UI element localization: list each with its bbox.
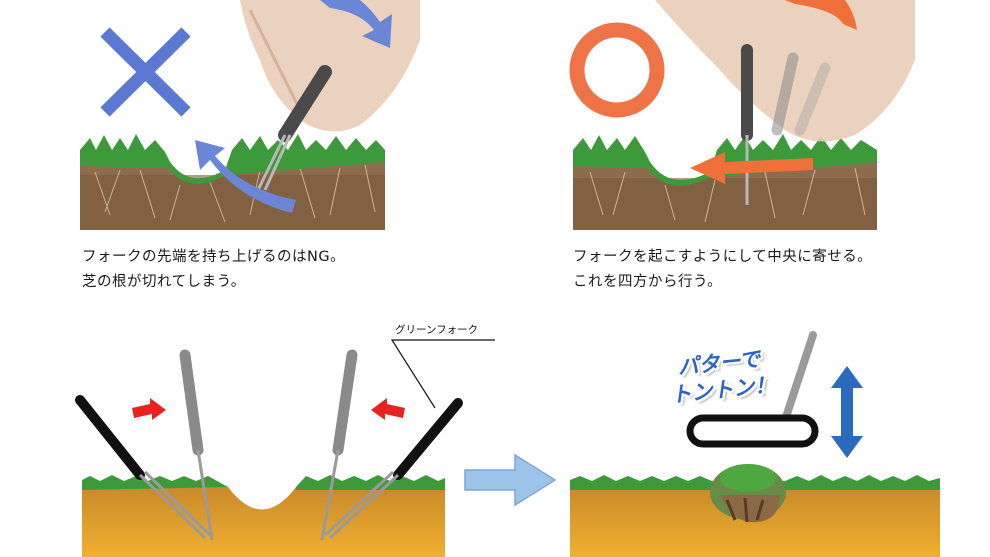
label-leader-line: [390, 339, 495, 409]
push-arrow-icon: [690, 0, 857, 184]
turf-cross-section: [80, 134, 385, 230]
ok-illustration: [569, 0, 915, 230]
ng-caption-line1: フォークの先端を持ち上げるのはNG。: [82, 249, 346, 265]
panel-fork-diagram: グリーンフォーク: [0, 300, 495, 557]
ok-caption: フォークを起こすようにして中央に寄せる。 これを四方から行う。: [573, 245, 872, 295]
panel-ok: フォークを起こすようにして中央に寄せる。 これを四方から行う。: [495, 0, 990, 300]
putter-callout: パターで トントン！: [666, 345, 776, 410]
putter-icon: [686, 331, 819, 448]
ng-caption: フォークの先端を持ち上げるのはNG。 芝の根が切れてしまう。: [82, 245, 345, 295]
red-arrow-right-icon: [371, 398, 405, 420]
up-down-arrow-icon: [831, 366, 863, 458]
fork-label: グリーンフォーク: [395, 324, 479, 336]
fork-left-inner-icon: [179, 349, 214, 541]
red-arrow-left-icon: [132, 398, 166, 420]
circle-mark-icon: [569, 22, 665, 118]
grass-right: [296, 475, 445, 490]
putter-diagram: [570, 331, 940, 557]
panel-putter-diagram: パターで トントン！: [495, 300, 990, 557]
ok-caption-line2: これを四方から行う。: [573, 274, 723, 290]
fork-right-outer-icon: [323, 398, 463, 540]
soil-cross-section: [82, 487, 445, 557]
repaired-turf: [710, 464, 786, 523]
fork-diagram: [75, 339, 495, 557]
green-fork-icon: [256, 65, 332, 191]
panel-ng: フォークの先端を持ち上げるのはNG。 芝の根が切れてしまう。: [0, 0, 495, 300]
transition-arrow-icon: [464, 453, 557, 507]
fork-right-inner-icon: [320, 349, 358, 541]
cross-mark-icon: [100, 27, 191, 117]
hand-illustration: [240, 0, 420, 132]
ok-caption-line1: フォークを起こすようにして中央に寄せる。: [573, 249, 873, 265]
ng-caption-line2: 芝の根が切れてしまう。: [82, 274, 246, 290]
lift-arrow-icon: [195, 0, 392, 213]
fork-left-outer-icon: [75, 395, 212, 540]
ng-illustration: [80, 0, 420, 230]
